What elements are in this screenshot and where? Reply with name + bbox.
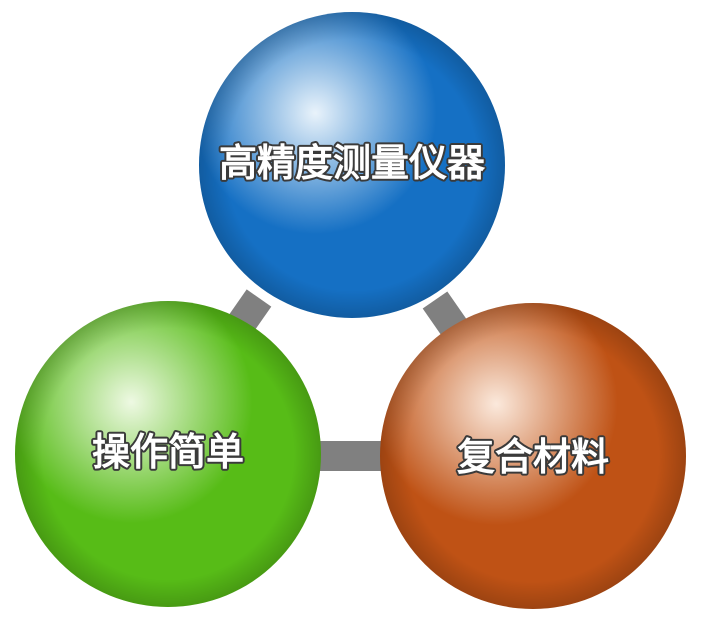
node-left-label: 操作简单 [92,430,244,474]
node-top: 高精度测量仪器 [199,12,505,318]
node-right: 复合材料 [380,303,686,609]
sphere-left-shade [15,301,321,607]
node-top-label: 高精度测量仪器 [219,141,486,185]
node-left: 操作简单 [15,301,321,607]
node-right-label: 复合材料 [457,435,609,479]
sphere-right-shade [380,303,686,609]
sphere-top-shade [199,12,505,318]
